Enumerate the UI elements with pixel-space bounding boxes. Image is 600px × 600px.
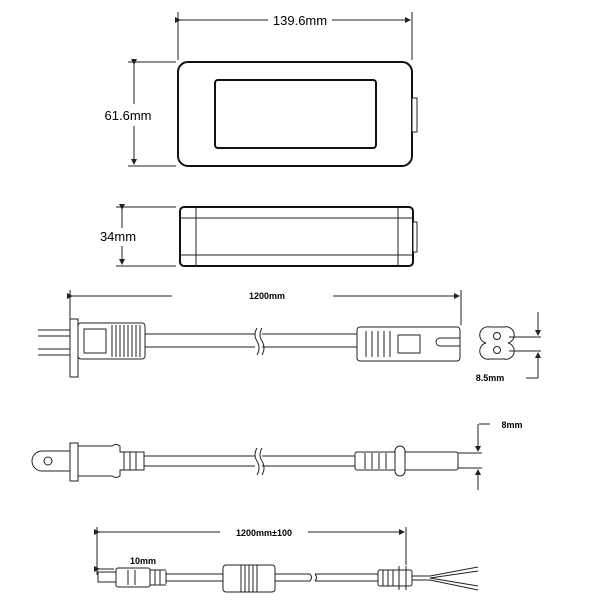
ac-cable-c7: 1200mm 8.5mm	[38, 290, 541, 383]
dc-plug	[115, 567, 151, 588]
length-label: 1200mm	[249, 291, 285, 301]
plug-flange	[69, 318, 79, 378]
bare-wires	[412, 566, 479, 591]
thickness-label: 34mm	[100, 229, 136, 244]
height-label: 61.6mm	[105, 108, 152, 123]
ac-plug-side	[77, 444, 145, 478]
cable-outlet	[411, 97, 418, 133]
connector-size-label: 8mm	[501, 420, 522, 430]
plug-length-label: 10mm	[130, 556, 156, 566]
strain-relief	[377, 569, 413, 587]
ac-cable-side: 8mm	[31, 420, 523, 490]
cable-break	[254, 327, 265, 356]
dc-cable: 1200mm±100 10mm	[94, 527, 479, 593]
top-view: 139.6mm 61.6mm	[105, 12, 418, 167]
length-label: 1200mm±100	[236, 528, 292, 538]
width-label: 139.6mm	[273, 13, 327, 28]
c7-socket-face	[479, 326, 515, 360]
adapter-body-side	[179, 206, 414, 267]
side-view: 34mm	[100, 204, 418, 267]
connector-size-label: 8.5mm	[476, 373, 505, 383]
dc-barrel	[97, 571, 117, 583]
label-area	[214, 79, 377, 149]
c7-connector-side	[354, 451, 459, 471]
plug-flange	[69, 442, 79, 482]
